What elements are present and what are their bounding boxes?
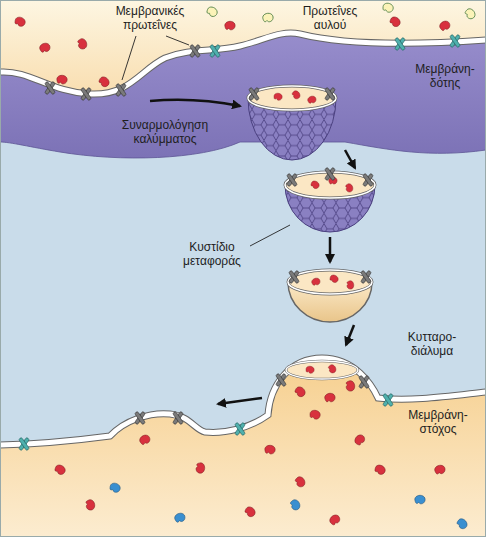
lumen-protein [138, 433, 152, 446]
lumen-protein [306, 366, 314, 373]
lumen-protein [206, 6, 219, 18]
lumen-protein [310, 410, 320, 419]
lumen-protein [438, 19, 452, 32]
lumen-protein [344, 380, 356, 393]
lumen-protein [98, 75, 111, 88]
lumen-protein [310, 180, 320, 189]
leader-line [166, 36, 189, 45]
membrane-protein [190, 44, 201, 58]
text-label: Κυστίδιο μεταφοράς [172, 240, 252, 268]
lumen-protein [311, 277, 322, 287]
lumen-protein [274, 93, 282, 100]
text-label: Μεμβράνη- δότης [408, 62, 482, 90]
membrane-protein [173, 411, 184, 425]
membrane-protein [276, 373, 287, 387]
text-label: Συναρμολόγηση καλύμματος [113, 118, 217, 146]
lumen-protein [291, 90, 302, 101]
fusing-vesicle-rim [286, 361, 358, 379]
lumen-protein [38, 41, 51, 54]
lumen-protein [324, 392, 337, 404]
text-label: Πρωτεΐνες αυλού [289, 4, 371, 32]
lumen-protein [464, 7, 478, 20]
text-label: Κυτταρο- διάλυμα [394, 330, 470, 358]
membrane-protein [361, 270, 372, 284]
lumen-protein [433, 463, 446, 475]
membrane-protein [325, 167, 336, 181]
membrane-protein [395, 37, 406, 51]
lumen-protein [329, 274, 339, 283]
process-arrow [329, 237, 332, 262]
membrane-protein [450, 34, 461, 48]
membrane-protein [135, 411, 146, 425]
lumen-protein [173, 511, 186, 524]
vesicle-rim [288, 270, 372, 294]
membrane-protein [383, 393, 394, 407]
lumen-protein [289, 498, 302, 512]
lumen-protein [307, 95, 318, 105]
target-bilayer [0, 358, 486, 445]
membrane-protein [235, 422, 246, 436]
lumen-protein [353, 433, 366, 446]
fusing-vesicle-rim [286, 361, 358, 379]
lumen-protein [109, 482, 121, 493]
process-arrow [346, 325, 354, 345]
membrane-protein [359, 375, 370, 389]
lumen-protein [374, 464, 386, 475]
lumen-protein [327, 363, 338, 374]
text-label: Μεμβρανικές πρωτεΐνες [104, 4, 196, 32]
lumen-protein [264, 444, 276, 455]
vesicle-rim [248, 86, 336, 110]
lumen-protein [383, 3, 394, 13]
lumen-protein [294, 385, 307, 398]
lumen-protein [244, 505, 257, 518]
lumen-protein [84, 498, 96, 511]
donor-bilayer-edge [0, 33, 486, 94]
lumen-protein [54, 464, 67, 476]
lumen-protein [76, 37, 89, 50]
lumen-protein [56, 74, 68, 85]
lumen-protein [346, 280, 355, 290]
membrane-protein [81, 87, 92, 101]
lumen-protein [414, 494, 426, 505]
target-lumen [0, 358, 486, 537]
process-arrow [150, 100, 240, 106]
membrane-protein [249, 87, 260, 101]
lumen-protein [262, 12, 275, 24]
lumen-protein [294, 475, 308, 489]
leader-line [122, 36, 136, 80]
lumen-protein [14, 16, 26, 27]
process-arrow [218, 398, 262, 404]
vesicle-rim [288, 270, 372, 294]
membrane-protein [363, 173, 374, 187]
membrane-protein [45, 81, 56, 95]
lumen-protein [328, 513, 341, 527]
lumen-protein [344, 183, 354, 194]
membrane-protein [210, 44, 221, 58]
text-label: Μεμβράνη- στόχος [401, 408, 475, 436]
leader-line [250, 225, 290, 246]
membrane-protein [19, 437, 30, 451]
lumen-protein [195, 462, 206, 474]
target-bilayer-edge [0, 358, 486, 445]
donor-bilayer [0, 33, 486, 94]
membrane-protein [325, 87, 336, 101]
lumen-protein [456, 517, 469, 530]
lumen-protein [389, 16, 402, 28]
membrane-protein [287, 173, 298, 187]
membrane-protein [116, 83, 127, 97]
vesicle-rim [248, 86, 336, 110]
lumen-protein [224, 20, 236, 31]
donor-membrane-slab [0, 33, 486, 158]
membrane-protein [289, 270, 300, 284]
process-arrow [345, 150, 355, 168]
